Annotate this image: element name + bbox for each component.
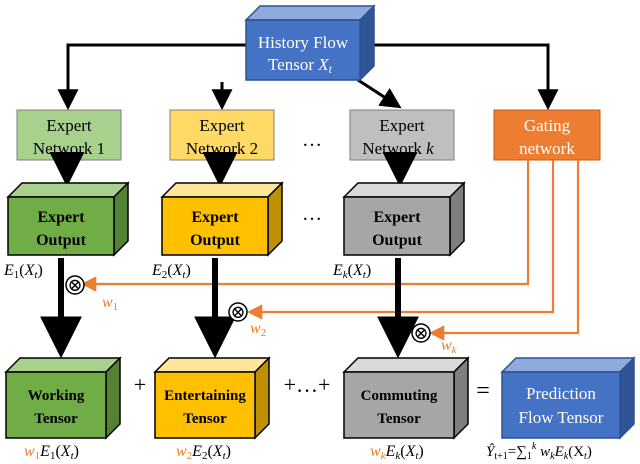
working-line2: Tensor bbox=[34, 411, 78, 427]
w1e1-label: w1E1(Xt) bbox=[24, 443, 79, 462]
entertaining-line1: Entertaining bbox=[164, 388, 246, 404]
gating-network: Gating network bbox=[493, 109, 601, 161]
gating-weight-lines bbox=[80, 160, 580, 341]
expert-network-1: Expert Network 1 bbox=[16, 109, 122, 161]
expert-output-2: Expert Output bbox=[160, 181, 284, 257]
expert-network-2-line2: Network 2 bbox=[186, 139, 258, 158]
expert-network-k: Expert Network k bbox=[349, 109, 455, 161]
ellipsis-outputs: … bbox=[302, 203, 322, 225]
wk-label: wk bbox=[441, 337, 458, 356]
gating-line1: Gating bbox=[524, 116, 571, 135]
history-flow-tensor: History Flow Tensor Xt bbox=[244, 4, 376, 82]
ellipsis-networks: … bbox=[302, 129, 322, 151]
expert-network-k-line2: Network k bbox=[362, 139, 434, 158]
working-tensor: Working Tensor bbox=[4, 356, 122, 440]
prediction-flow-tensor: Prediction Flow Tensor bbox=[500, 356, 636, 440]
svg-text:⊗: ⊗ bbox=[67, 275, 82, 295]
commuting-tensor: Commuting Tensor bbox=[342, 356, 470, 440]
gating-line2: network bbox=[519, 139, 575, 158]
svg-text:Output: Output bbox=[36, 232, 86, 249]
wkek-label: wkEk(Xt) bbox=[370, 443, 424, 462]
prediction-line2: Flow Tensor bbox=[519, 408, 604, 427]
prediction-formula: Ŷt+1=∑1k wkEk(Xt) bbox=[486, 441, 592, 462]
w2-label: w2 bbox=[250, 320, 266, 339]
svg-text:Output: Output bbox=[190, 232, 240, 249]
e1-label: E1(Xt) bbox=[3, 262, 43, 281]
expert-network-1-line1: Expert bbox=[46, 116, 92, 135]
prediction-line1: Prediction bbox=[526, 384, 596, 403]
svg-text:⊗: ⊗ bbox=[230, 302, 245, 322]
svg-text:Expert: Expert bbox=[191, 209, 239, 226]
svg-text:⊗: ⊗ bbox=[413, 323, 428, 343]
entertaining-tensor: Entertaining Tensor bbox=[153, 356, 271, 440]
plus-operator: + bbox=[134, 372, 146, 397]
svg-text:Expert: Expert bbox=[37, 209, 85, 226]
expert-output-k: Expert Output bbox=[342, 181, 466, 257]
expert-output-1: Expert Output bbox=[6, 181, 130, 257]
svg-text:Expert: Expert bbox=[373, 209, 421, 226]
plus-dots-operator: +…+ bbox=[284, 372, 331, 397]
expert-network-1-line2: Network 1 bbox=[33, 139, 105, 158]
multiply-1: ⊗ bbox=[65, 275, 85, 295]
history-arrows bbox=[57, 43, 559, 111]
output-tensor-arrows bbox=[40, 258, 419, 359]
equals-operator: = bbox=[476, 378, 490, 404]
expert-network-2: Expert Network 2 bbox=[169, 109, 275, 161]
multiply-2: ⊗ bbox=[228, 302, 248, 322]
history-label-line1: History Flow bbox=[258, 33, 349, 52]
commuting-line2: Tensor bbox=[377, 411, 421, 427]
working-line1: Working bbox=[28, 388, 85, 404]
entertaining-line2: Tensor bbox=[183, 411, 227, 427]
w2e2-label: w2E2(Xt) bbox=[176, 443, 231, 462]
w1-label: w1 bbox=[102, 294, 118, 313]
expert-network-2-line1: Expert bbox=[199, 116, 245, 135]
network-output-arrows bbox=[49, 152, 418, 187]
commuting-line1: Commuting bbox=[361, 388, 438, 404]
multiply-k: ⊗ bbox=[411, 323, 431, 343]
ek-label: Ek(Xt) bbox=[332, 262, 371, 281]
e2-label: E2(Xt) bbox=[151, 262, 191, 281]
expert-network-k-line1: Expert bbox=[379, 116, 425, 135]
svg-text:Output: Output bbox=[372, 232, 422, 249]
history-label-line2: Tensor Xt bbox=[268, 55, 333, 76]
